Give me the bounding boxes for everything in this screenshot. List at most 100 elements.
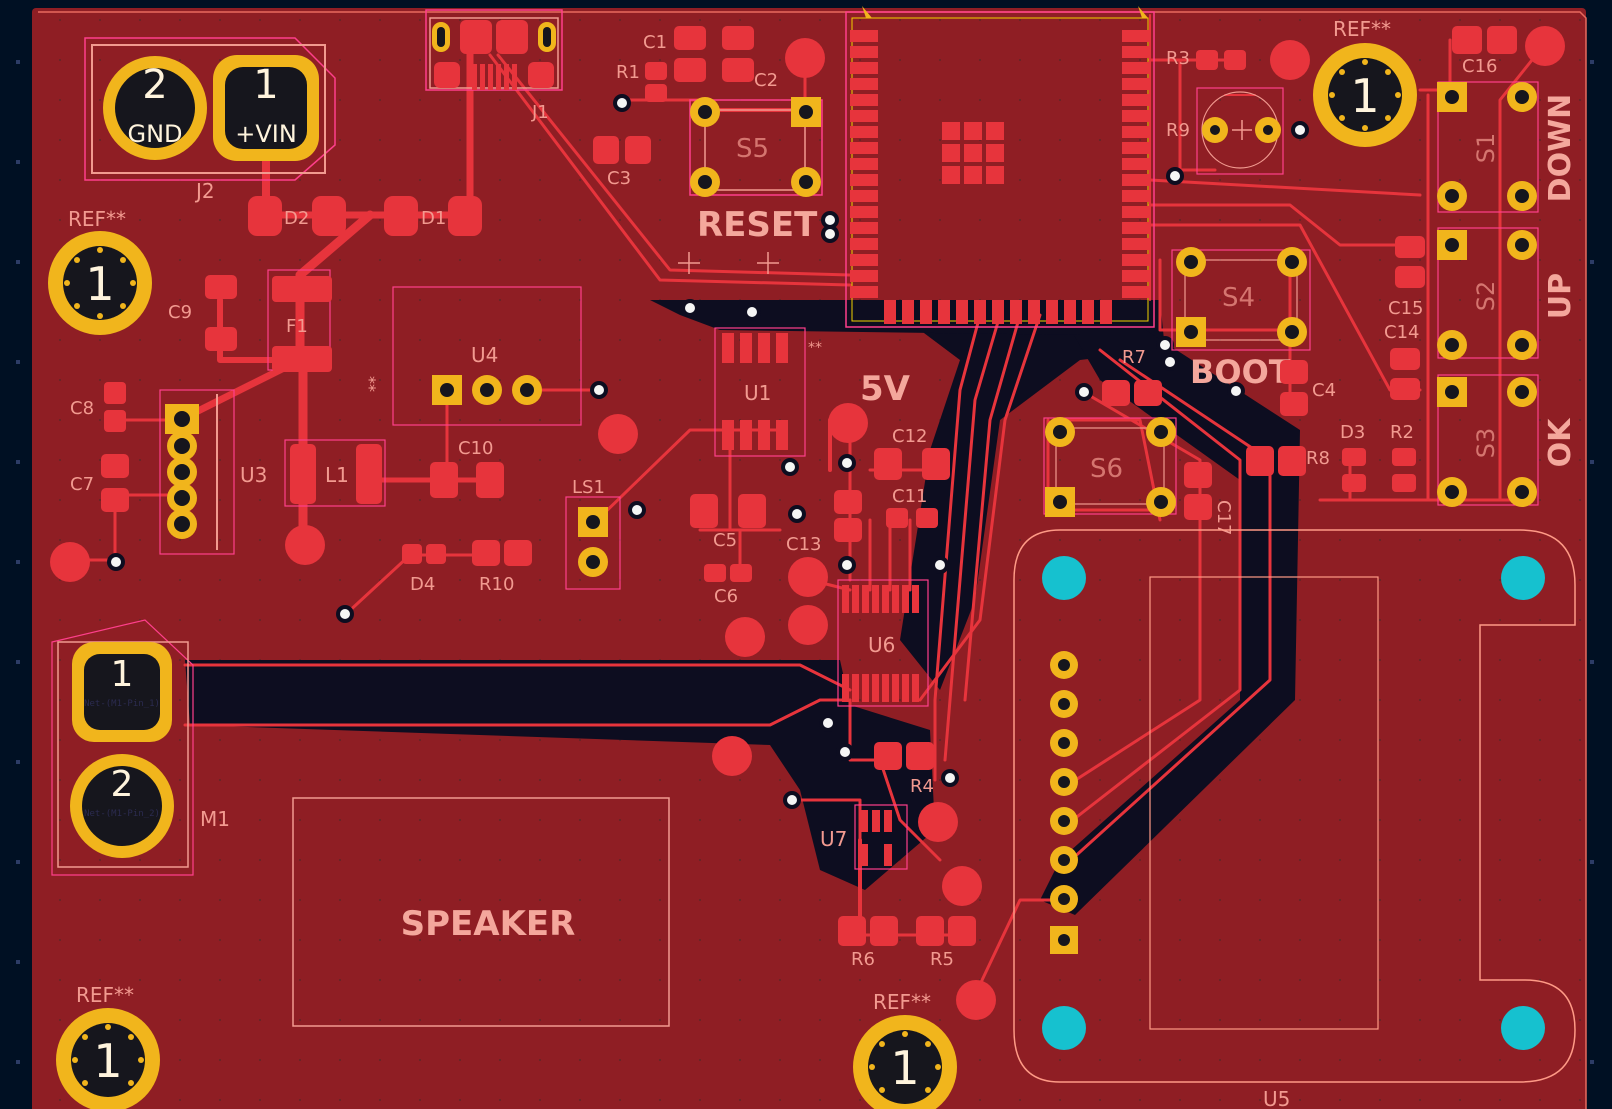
resistor-r2[interactable] — [1392, 448, 1416, 492]
ref-label-u7: U7 — [820, 827, 847, 851]
ref-label-r2: R2 — [1390, 422, 1414, 443]
pad-number: 1 — [1350, 69, 1379, 123]
ref-label-bottom-center: REF** — [873, 990, 931, 1014]
ref-label-r3: R3 — [1166, 48, 1190, 69]
connector-j1-usb[interactable] — [425, 9, 563, 91]
silk-label-speaker: SPEAKER — [401, 904, 576, 944]
ref-label-u4: U4 — [471, 343, 498, 367]
net-label-m1-pin1: Net-(M1-Pin_1) — [84, 699, 160, 709]
ref-label-u3: U3 — [240, 463, 267, 487]
display-module-u5[interactable] — [1013, 529, 1576, 1083]
ref-label-c7: C7 — [70, 474, 94, 495]
inductor-l1[interactable] — [284, 439, 386, 507]
pad-number: 2 — [111, 764, 134, 805]
ref-label-c5: C5 — [713, 530, 737, 551]
module-u4[interactable] — [392, 286, 582, 426]
pad-number: 1 — [85, 257, 114, 311]
silk-crosshair-markers — [678, 120, 1252, 274]
switch-s3-ok[interactable] — [1437, 374, 1539, 507]
regulator-u3[interactable] — [159, 389, 235, 555]
ic-u6[interactable] — [837, 579, 929, 707]
capacitor-c3[interactable] — [593, 136, 651, 164]
buzzer-ls1[interactable] — [565, 496, 621, 590]
ref-label-c17: C17 — [1213, 500, 1234, 535]
mounting-hole-ref-top-left[interactable]: 1 — [48, 231, 152, 335]
diode-d1[interactable] — [384, 196, 482, 236]
capacitor-c11[interactable] — [886, 508, 938, 528]
resistor-r4[interactable] — [874, 742, 934, 770]
trimmer-r9[interactable] — [1196, 87, 1284, 175]
capacitor-c9[interactable] — [205, 275, 237, 351]
ref-label-c12: C12 — [892, 426, 927, 447]
capacitor-c12[interactable] — [874, 448, 950, 480]
pad-number: 1 — [890, 1041, 919, 1095]
capacitor-c2[interactable] — [722, 26, 754, 82]
ref-label-s4: S4 — [1222, 283, 1255, 313]
switch-s6[interactable] — [1043, 417, 1177, 517]
switch-s5-reset[interactable] — [689, 97, 823, 197]
capacitor-c6[interactable] — [704, 564, 752, 582]
resistor-r6[interactable] — [838, 916, 898, 946]
small-vias — [107, 94, 1309, 809]
ref-label-top-right: REF** — [1333, 17, 1391, 41]
resistor-r3[interactable] — [1196, 50, 1246, 70]
pad-net-gnd: GND — [127, 120, 182, 148]
ref-label-u6: U6 — [868, 633, 895, 657]
resistor-r10[interactable] — [472, 540, 532, 566]
diode-d2[interactable] — [248, 196, 346, 236]
mounting-hole-ref-bottom-center[interactable]: 1 — [853, 1015, 957, 1109]
diode-d4[interactable] — [402, 544, 446, 564]
ref-label-m1: M1 — [200, 807, 230, 831]
ref-label-s2: S2 — [1472, 281, 1500, 312]
speaker-outline[interactable] — [292, 797, 670, 1027]
diode-d3[interactable] — [1342, 448, 1366, 492]
switch-s1-down[interactable] — [1437, 81, 1539, 213]
resistor-r1[interactable] — [645, 62, 667, 102]
capacitor-c5[interactable] — [690, 494, 766, 528]
resistor-r8[interactable] — [1246, 446, 1306, 476]
ref-label-c13: C13 — [786, 534, 821, 555]
ref-label-c14: C14 — [1384, 322, 1419, 343]
capacitor-c8[interactable] — [104, 382, 126, 432]
pad-number: 1 — [111, 654, 134, 695]
resistor-r5[interactable] — [916, 916, 976, 946]
ref-label-r5: R5 — [930, 949, 954, 970]
capacitor-c10[interactable] — [430, 462, 504, 498]
ref-label-c11: C11 — [892, 486, 927, 507]
capacitor-c1[interactable] — [674, 26, 706, 82]
capacitor-c15[interactable] — [1395, 236, 1425, 288]
capacitor-c4[interactable] — [1280, 360, 1308, 416]
u4-star-marker: ** — [365, 376, 384, 392]
ref-label-s5: S5 — [736, 134, 769, 164]
ref-label-c4: C4 — [1312, 380, 1336, 401]
capacitor-c7[interactable] — [101, 454, 129, 512]
net-label-m1-pin2: Net-(M1-Pin_2) — [84, 809, 160, 819]
mounting-hole-ref-bottom-left[interactable]: 1 — [56, 1008, 160, 1109]
ref-label-r6: R6 — [851, 949, 875, 970]
ic-u1[interactable] — [714, 327, 806, 457]
connector-j2[interactable]: 2 GND 1 +VIN — [84, 37, 336, 181]
resistor-r7[interactable] — [1102, 380, 1162, 406]
ref-label-r9: R9 — [1166, 120, 1190, 141]
canvas-grid-ticks — [16, 60, 1594, 1064]
capacitor-c16[interactable] — [1452, 26, 1517, 54]
ref-label-r4: R4 — [910, 776, 934, 797]
fuse-f1[interactable] — [267, 269, 332, 372]
u1-star-marker: ** — [808, 340, 822, 356]
ref-label-c6: C6 — [714, 586, 738, 607]
mounting-hole-ref-top-right[interactable]: 1 — [1313, 43, 1417, 147]
capacitor-c14[interactable] — [1390, 348, 1420, 400]
pad-number: 2 — [142, 62, 167, 108]
esp32-module[interactable] — [845, 6, 1155, 328]
capacitor-c13[interactable] — [834, 490, 862, 542]
ref-label-l1: L1 — [325, 463, 349, 487]
capacitor-c17[interactable] — [1184, 462, 1212, 520]
ref-label-j1: J1 — [531, 102, 549, 123]
switch-s2-up[interactable] — [1437, 227, 1539, 360]
connector-m1[interactable]: 1 Net-(M1-Pin_1) 2 Net-(M1-Pin_2) — [51, 619, 194, 876]
ic-u7[interactable] — [854, 804, 908, 870]
ref-label-bottom-left: REF** — [76, 983, 134, 1007]
ref-label-d2: D2 — [284, 208, 309, 229]
switch-s4-boot[interactable] — [1171, 247, 1311, 351]
